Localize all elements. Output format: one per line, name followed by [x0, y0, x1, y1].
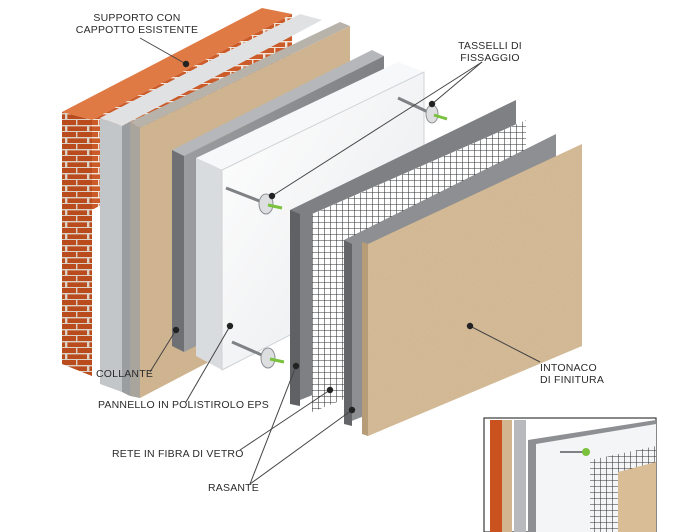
label-supporto-line1: SUPPORTO CON — [93, 12, 181, 24]
label-supporto-line2: CAPPOTTO ESISTENTE — [75, 24, 199, 36]
label-intonaco: INTONACO DI FINITURA — [540, 362, 604, 386]
anchor-icon — [225, 96, 448, 369]
label-rasante: RASANTE — [208, 482, 259, 494]
label-tasselli-line1: TASSELLI DI — [458, 40, 522, 52]
label-intonaco-line2: DI FINITURA — [540, 374, 605, 386]
label-tasselli-line2: FISSAGGIO — [460, 52, 520, 64]
label-rete: RETE IN FIBRA DI VETRO — [112, 448, 244, 460]
label-tasselli: TASSELLI DI FISSAGGIO — [440, 40, 540, 64]
label-collante: COLLANTE — [96, 368, 154, 380]
label-pannello: PANNELLO IN POLISTIROLO EPS — [98, 399, 269, 411]
detail-inset — [483, 417, 657, 532]
finishing-plaster-layer — [362, 144, 582, 436]
label-supporto: SUPPORTO CON CAPPOTTO ESISTENTE — [62, 12, 212, 36]
label-intonaco-line1: INTONACO — [540, 362, 597, 374]
leader-lines — [139, 37, 541, 485]
